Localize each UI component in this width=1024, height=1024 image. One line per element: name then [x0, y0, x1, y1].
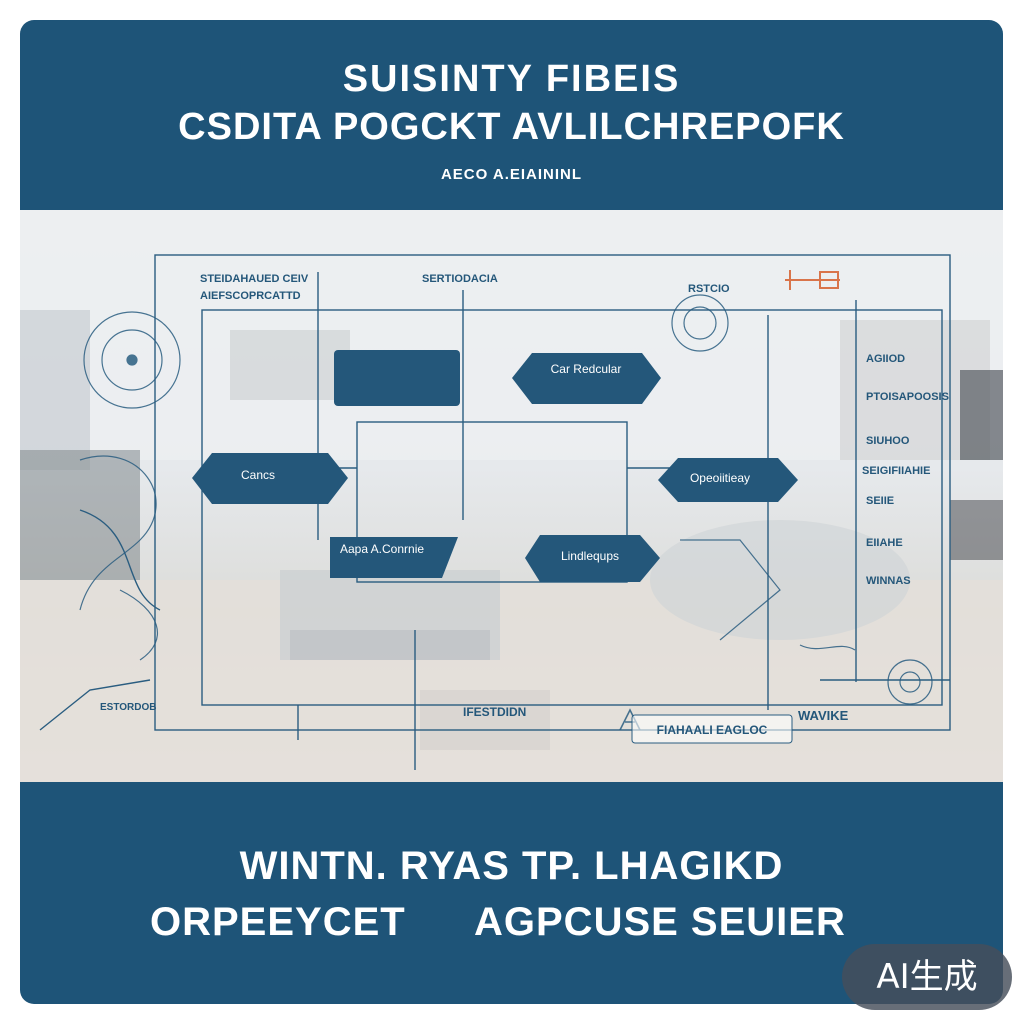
node-manual-bar-label: FIAHAALI EAGLOC	[657, 723, 768, 737]
footer-banner: WINTN. RYAS TP. LHAGIKD ORPEEYCET AGPCUS…	[20, 782, 1003, 1004]
node-cancs-label: Cancs	[241, 468, 275, 482]
label-bottom-right: WAVIKE	[798, 708, 849, 723]
node-car-readouts[interactable]: Car Redcular	[512, 353, 661, 404]
header-title-line2: CSDITA POGCKT AVLILCHREPOFK	[178, 106, 845, 148]
diagram-scene: STEIDAHAUED CEIV AIEFSCOPRCATTD SERTIODA…	[20, 210, 1003, 782]
node-cancs[interactable]: Cancs	[192, 453, 348, 504]
label-top-left-2: AIEFSCOPRCATTD	[200, 290, 301, 302]
sketch-decorations	[79, 294, 933, 731]
gear-icon	[887, 659, 933, 705]
node-aupsconnie-label: Aapa A.Conrnie	[340, 542, 424, 556]
header-subtitle: AECO A.EIAININL	[440, 166, 583, 183]
label-top-right: RSTCIO	[688, 283, 730, 295]
dial-icon	[671, 294, 729, 352]
footer-line2-left: ORPEEYCET	[150, 900, 406, 944]
right-list: AGIIOD PTOISAPOOSIS SIUHOO SEIGIFIIAHIE …	[862, 353, 949, 587]
right-list-item-6: EIIAHE	[866, 537, 903, 549]
node-lindlequps-label: Lindlequps	[561, 549, 619, 563]
target-circle-icon	[83, 311, 181, 409]
node-manual-bar[interactable]: FIAHAALI EAGLOC	[631, 714, 793, 744]
right-list-item-4: SEIGIFIIAHIE	[862, 465, 930, 477]
node-blank[interactable]	[334, 350, 460, 406]
right-list-item-3: SIUHOO	[866, 435, 910, 447]
node-operational-label: Opeoiitieay	[690, 471, 750, 485]
diagram-svg: STEIDAHAUED CEIV AIEFSCOPRCATTD SERTIODA…	[20, 210, 1003, 782]
header-banner: SUISINTY FIBEIS CSDITA POGCKT AVLILCHREP…	[20, 20, 1003, 210]
right-list-item-5: SEIIE	[866, 495, 894, 507]
orange-accent-icon	[785, 270, 840, 290]
poster: SUISINTY FIBEIS CSDITA POGCKT AVLILCHREP…	[20, 20, 1003, 1004]
node-aupsconnie[interactable]: Aapa A.Conrnie	[330, 537, 458, 578]
label-bottom-center: IFESTDIDN	[463, 705, 526, 719]
node-lindlequps[interactable]: Lindlequps	[525, 535, 660, 582]
label-top-center: SERTIODACIA	[422, 273, 498, 285]
right-list-item-2: PTOISAPOOSIS	[866, 391, 949, 403]
node-car-readouts-label: Car Redcular	[551, 362, 622, 376]
node-operational[interactable]: Opeoiitieay	[658, 458, 798, 502]
label-bottom-left: ESTORDOB	[100, 702, 157, 713]
header-title-line1: SUISINTY FIBEIS	[342, 58, 681, 100]
label-top-left-1: STEIDAHAUED CEIV	[200, 273, 309, 285]
footer-line2-right: AGPCUSE SEUIER	[474, 900, 846, 944]
right-list-item-1: AGIIOD	[866, 353, 905, 365]
office-background	[20, 210, 1003, 782]
ai-generated-badge: AI生成	[842, 944, 1012, 1010]
right-list-item-7: WINNAS	[866, 575, 911, 587]
footer-line1: WINTN. RYAS TP. LHAGIKD	[239, 844, 784, 888]
